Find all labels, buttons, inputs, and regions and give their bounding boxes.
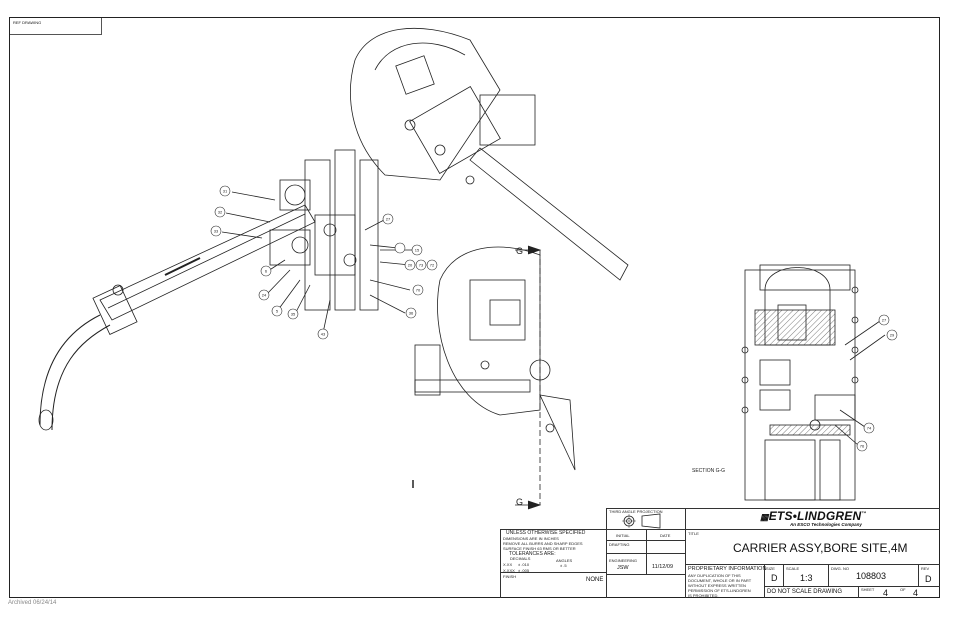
note-2: REMOVE ALL BURRS AND SHARP EDGES: [503, 541, 583, 546]
dwg-no-value: 108803: [856, 571, 887, 581]
callout-6: 6: [265, 269, 268, 274]
note-3: SURFACE FINISH 63 RMS OR BETTER: [503, 546, 576, 551]
callout-72: 72: [430, 263, 435, 268]
tb-logo-bottom: [685, 529, 940, 530]
section-mark-bottom: G: [516, 497, 523, 507]
tb-size-right: [783, 564, 784, 586]
of-label: OF: [900, 587, 906, 592]
engineer-value: JSW: [617, 565, 629, 571]
tb-date-sep: [646, 529, 647, 574]
of-value: 4: [913, 588, 919, 598]
tol-xx: X.XX: [503, 562, 513, 567]
ref-drawing-label: REF DRAWING: [13, 20, 42, 25]
callout-31: 31: [223, 189, 228, 194]
angle-val: ± .5: [560, 563, 567, 568]
prop-line-1: ANY DUPLICATION OF THIS: [688, 573, 741, 578]
company-logo: ▦ETS•LINDGREN™: [760, 509, 867, 523]
angles-label: ANGLES: [556, 558, 573, 563]
no-scale-note: DO NOT SCALE DRAWING: [767, 589, 843, 595]
callout-20: 20: [408, 263, 413, 268]
tol-xxx-val: ± .005: [518, 568, 530, 573]
sheet-value: 4: [883, 588, 889, 598]
prop-line-2: DOCUMENT, WHOLE OR IN PART: [688, 578, 752, 583]
rev-value: D: [925, 574, 932, 584]
ref-drawing-box: REF DRAWING: [10, 18, 102, 35]
tb-title-bottom: [685, 564, 940, 565]
note-4: TOLERANCES ARE:: [509, 551, 556, 557]
callout-33: 33: [214, 229, 219, 234]
tol-xxx: X.XXX: [503, 568, 515, 573]
tb-scale-right: [828, 564, 829, 586]
tb-left-outer: [500, 529, 501, 598]
callout-r-29: 29: [890, 333, 895, 338]
finish-label: FINISH: [503, 574, 517, 579]
engineering-label: ENGINEERING: [609, 558, 638, 563]
tb-eng-bottom: [606, 574, 686, 575]
callout-r-27: 27: [882, 318, 887, 323]
unless-specified: UNLESS OTHERWISE SPECIFIED: [506, 530, 586, 536]
callout-43: 43: [321, 332, 326, 337]
title-label: TITLE: [688, 531, 699, 536]
tb-top-line: [606, 508, 940, 509]
callout-24: 24: [262, 293, 267, 298]
company-name: ETS•LINDGREN: [768, 509, 862, 523]
company-subtitle: An ESCO Technologies Company: [790, 522, 862, 527]
proprietary-title: PROPRIETARY INFORMATION: [688, 566, 767, 572]
callout-32: 32: [218, 210, 223, 215]
tb-size-left: [764, 564, 765, 598]
callout-35: 35: [291, 312, 296, 317]
prop-line-3: WITHOUT EXPRESS WRITTEN: [688, 583, 746, 588]
scale-value: 1:3: [800, 573, 813, 583]
eng-date-value: 11/12/09: [652, 564, 674, 570]
projection-label: THIRD ANGLE PROJECTION: [609, 509, 663, 514]
callout-27: 27: [386, 217, 391, 222]
callout-70: 70: [416, 288, 421, 293]
callout-73: 73: [419, 263, 424, 268]
drawing-title: CARRIER ASSY,BORE SITE,4M: [733, 541, 908, 555]
tb-sheet-left: [858, 586, 859, 598]
drafting-label: DRAFTING: [609, 542, 630, 547]
trademark: ™: [861, 511, 867, 517]
size-label: SIZE: [766, 566, 775, 571]
tb-finish-top: [500, 572, 606, 573]
callout-15: 15: [415, 248, 420, 253]
dwg-no-label: DWG. NO: [831, 566, 849, 571]
prop-line-5: IS PROHIBITED.: [688, 593, 719, 598]
initial-label: INITIAL: [616, 533, 630, 538]
callout-36: 36: [409, 311, 414, 316]
tb-rev-left: [918, 564, 919, 586]
decimals-label: DECIMALS: [510, 556, 531, 561]
tol-xx-val: ± .010: [518, 562, 530, 567]
rev-label: REV: [921, 566, 930, 571]
prop-line-4: PERMISSION OF ETS-LINDGREN: [688, 588, 751, 593]
tb-row-top: [500, 529, 686, 530]
archived-stamp: Archived 06/24/14: [8, 600, 57, 606]
scale-label: SCALE: [786, 566, 800, 571]
tb-bottom-row: [764, 586, 940, 587]
callout-r-74: 74: [867, 426, 872, 431]
drawing-border: [9, 17, 940, 598]
finish-value: NONE: [586, 577, 604, 583]
size-value: D: [771, 573, 778, 583]
logo-mark-icon: ▦: [760, 512, 769, 522]
sheet-label: SHEET: [861, 587, 875, 592]
date-label: DATE: [660, 533, 671, 538]
section-mark-top: G: [516, 246, 523, 256]
callout-r-76: 76: [860, 444, 865, 449]
section-label: SECTION G-G: [692, 468, 725, 474]
note-1: DIMENSIONS ARE IN INCHES: [503, 536, 559, 541]
callout-5: 5: [276, 309, 279, 314]
